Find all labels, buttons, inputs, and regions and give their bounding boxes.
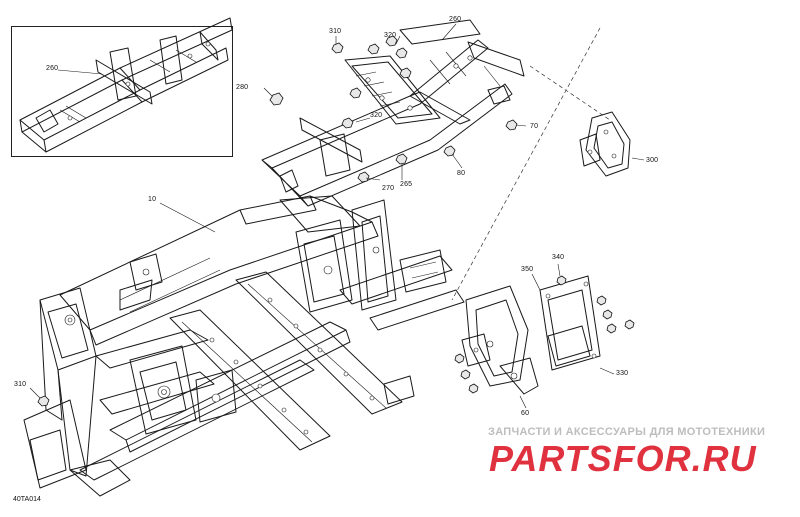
callout-270: 270 bbox=[382, 185, 395, 192]
callout-320-mid: 320 bbox=[370, 112, 383, 119]
svg-text:PARTSFOR.RU: PARTSFOR.RU bbox=[489, 438, 757, 478]
callout-350: 350 bbox=[521, 266, 534, 273]
callout-265: 265 bbox=[400, 181, 413, 188]
callout-310-left: 310 bbox=[14, 381, 27, 388]
rear-leader-lines bbox=[159, 23, 527, 233]
side-bracket-300 bbox=[579, 111, 645, 177]
callout-70: 70 bbox=[530, 123, 539, 130]
callout-80: 80 bbox=[457, 170, 466, 177]
callout-320-top: 320 bbox=[384, 32, 397, 39]
callout-60: 60 bbox=[521, 410, 530, 417]
diagram-reference-code: 40TA014 bbox=[13, 496, 41, 503]
projection-line-upper bbox=[451, 27, 601, 301]
callout-10: 10 bbox=[148, 196, 157, 203]
callout-300: 300 bbox=[646, 157, 659, 164]
callout-260-main: 260 bbox=[449, 16, 462, 23]
callout-260-inset: 260 bbox=[46, 65, 59, 72]
nut-310-left bbox=[37, 395, 50, 407]
callout-340: 340 bbox=[552, 254, 565, 261]
callout-310-top: 310 bbox=[329, 28, 342, 35]
rear-subframe bbox=[261, 19, 525, 207]
main-frame bbox=[23, 195, 465, 497]
watermark-tagline: ЗАПЧАСТИ И АКСЕССУАРЫ ДЛЯ МОТОТЕХНИКИ bbox=[488, 426, 766, 438]
callout-330: 330 bbox=[616, 370, 629, 377]
callout-280: 280 bbox=[236, 84, 249, 91]
rear-frame-fasteners bbox=[269, 35, 518, 183]
watermark-logo: PARTSFOR.RU bbox=[489, 438, 757, 478]
inset-detail-frame bbox=[11, 26, 233, 157]
bracket-assembly-60 bbox=[461, 285, 539, 409]
projection-line-lower bbox=[529, 65, 611, 121]
lower-right-fasteners bbox=[454, 263, 635, 394]
skid-plate-330 bbox=[539, 275, 615, 375]
inset-rear-frame bbox=[19, 17, 233, 153]
